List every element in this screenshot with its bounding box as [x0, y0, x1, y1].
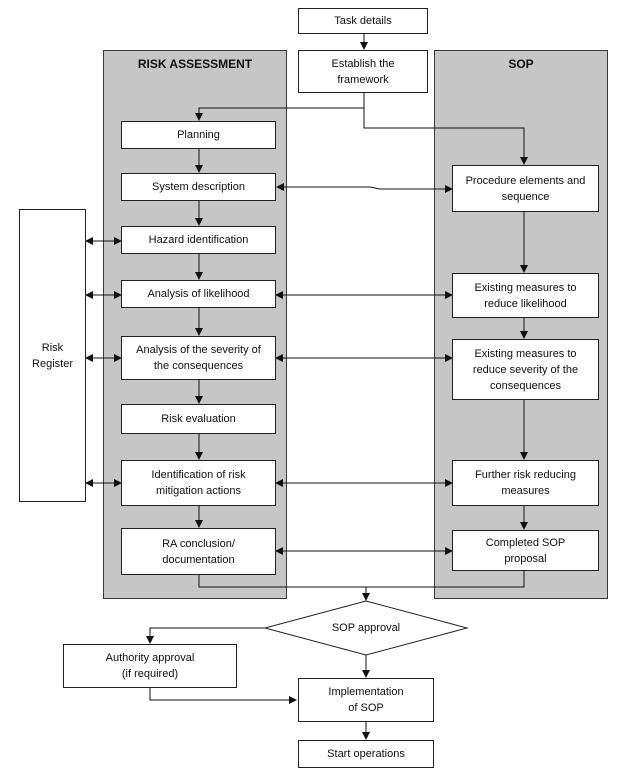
- ra-conclusion-box: RA conclusion/ documentation: [121, 528, 276, 575]
- sop-existing-likelihood-box: Existing measures to reduce likelihood: [452, 273, 599, 318]
- ra-hazard-identification-box: Hazard identification: [121, 226, 276, 254]
- ra-mitigation-box: Identification of risk mitigation action…: [121, 460, 276, 506]
- ra-risk-evaluation-box: Risk evaluation: [121, 404, 276, 434]
- implementation-box: Implementation of SOP: [298, 678, 434, 722]
- task-details-box: Task details: [298, 8, 428, 34]
- sop-existing-severity-box: Existing measures to reduce severity of …: [452, 339, 599, 400]
- ra-system-description-box: System description: [121, 173, 276, 201]
- sop-approval-diamond: [263, 600, 469, 656]
- sop-completed-box: Completed SOP proposal: [452, 530, 599, 571]
- risk-register-box: Risk Register: [19, 209, 86, 502]
- start-operations-box: Start operations: [298, 740, 434, 768]
- ra-severity-box: Analysis of the severity of the conseque…: [121, 336, 276, 380]
- ra-planning-box: Planning: [121, 121, 276, 149]
- sop-title: SOP: [508, 57, 534, 71]
- sop-further-measures-box: Further risk reducing measures: [452, 460, 599, 506]
- sop-panel: SOP: [434, 50, 608, 599]
- sop-approval-label: SOP approval: [331, 622, 401, 634]
- establish-framework-box: Establish the framework: [298, 50, 428, 93]
- ra-likelihood-box: Analysis of likelihood: [121, 280, 276, 308]
- sop-procedure-box: Procedure elements and sequence: [452, 165, 599, 212]
- risk-assessment-title: RISK ASSESSMENT: [137, 57, 253, 71]
- authority-approval-box: Authority approval (if required): [63, 644, 237, 688]
